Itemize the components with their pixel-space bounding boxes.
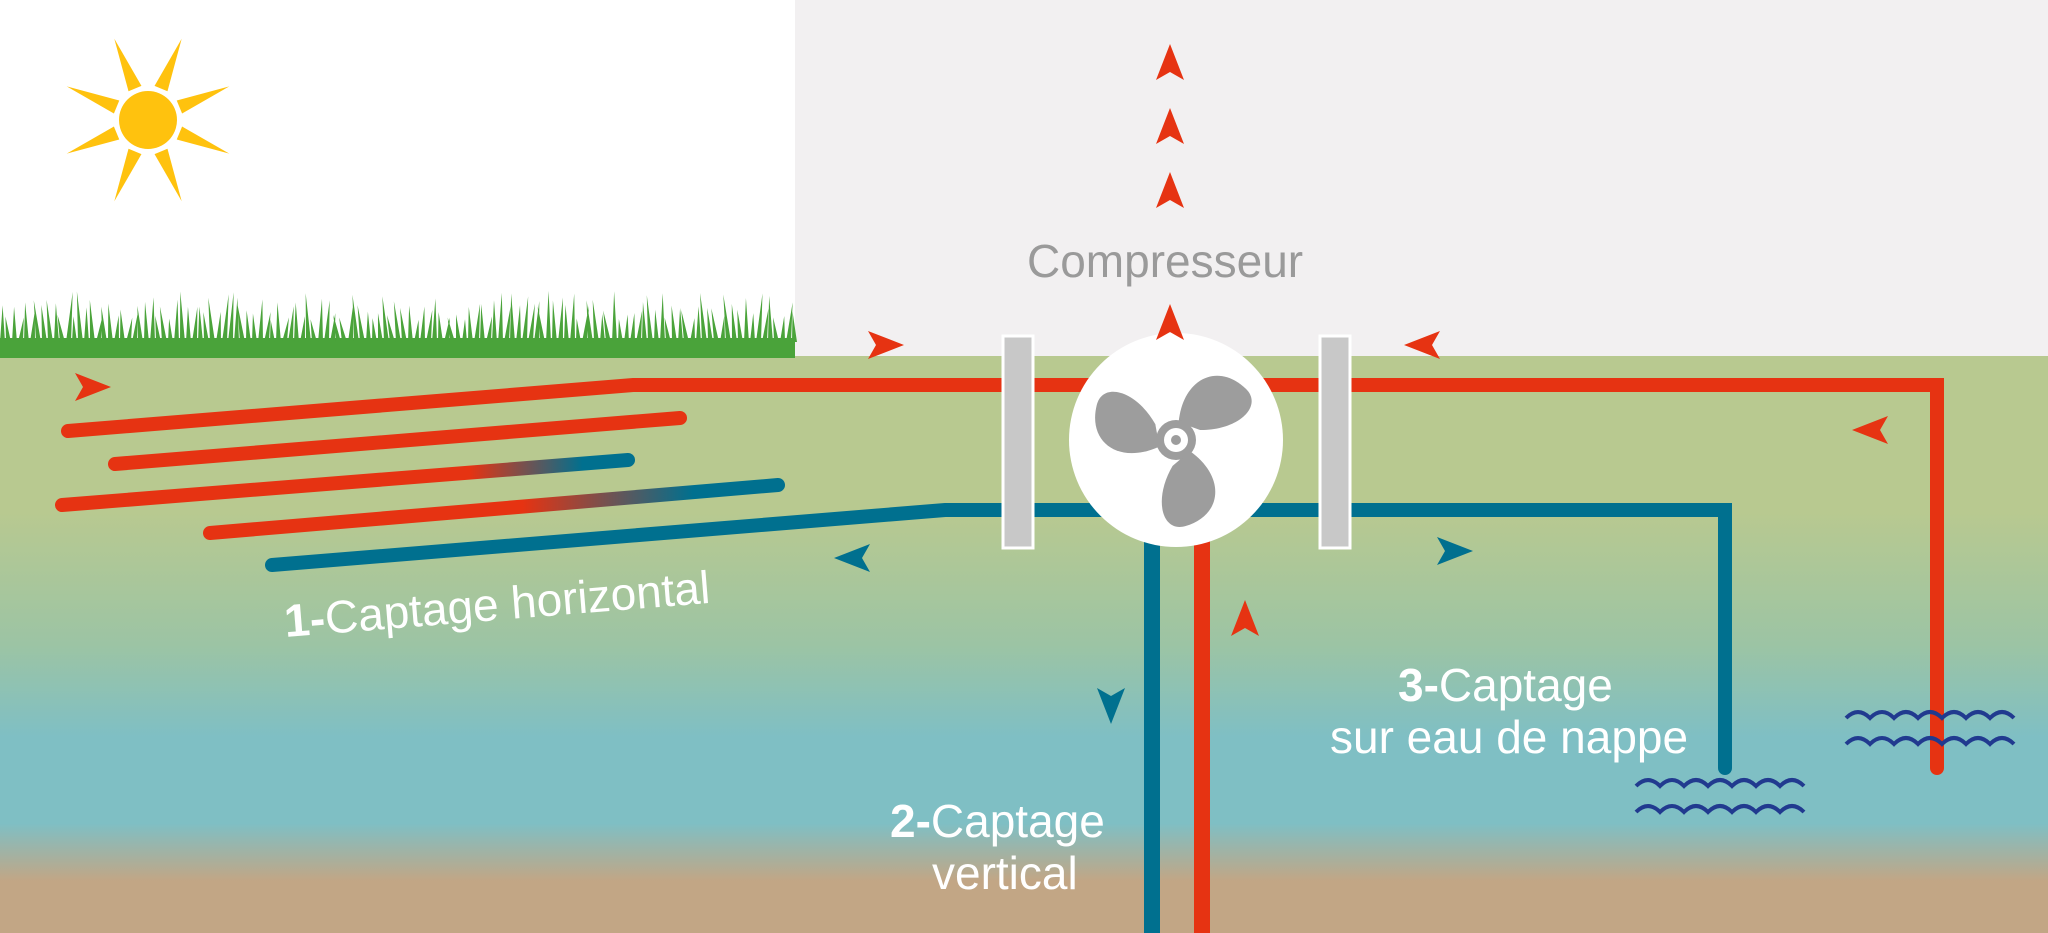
- sun-ray: [154, 38, 182, 92]
- label-text-line2: sur eau de nappe: [1330, 711, 1689, 763]
- sun-ray: [154, 148, 182, 202]
- label-number: 3-: [1398, 659, 1439, 711]
- house-wall: [795, 0, 2048, 358]
- label-text: Captage: [1438, 659, 1613, 711]
- fan-blade: [1095, 391, 1160, 454]
- exchanger-plate-right: [1318, 334, 1352, 550]
- sun-ray: [66, 126, 120, 154]
- vertical-probe-pipes: [1144, 540, 1210, 933]
- label-number: 2-: [890, 795, 931, 847]
- vertical-collector-label: 2-Captage vertical: [890, 798, 1105, 896]
- compressor-label: Compresseur: [1027, 235, 1304, 287]
- sun-ray: [176, 86, 230, 114]
- fan-icon: [1069, 333, 1283, 547]
- groundwater-pipes: [1173, 378, 1944, 775]
- label-text-line2: vertical: [932, 847, 1078, 899]
- fan-blade: [1161, 451, 1216, 527]
- horizontal-collector-pipes: [55, 378, 1257, 572]
- sun-ray: [66, 86, 120, 114]
- sun-icon: [66, 38, 230, 202]
- fan-blade: [1178, 375, 1252, 431]
- label-number: 1-: [282, 591, 328, 647]
- exchanger-plate-left: [1001, 334, 1035, 550]
- label-line1: 3-Captage: [1398, 662, 1688, 708]
- label-text: Captage: [930, 795, 1105, 847]
- sun-ray: [176, 126, 230, 154]
- sun-ray: [114, 148, 142, 202]
- sun-ray: [114, 38, 142, 92]
- groundwater-collector-label: 3-Captage sur eau de nappe: [1330, 662, 1688, 760]
- grass-icon: [0, 290, 797, 358]
